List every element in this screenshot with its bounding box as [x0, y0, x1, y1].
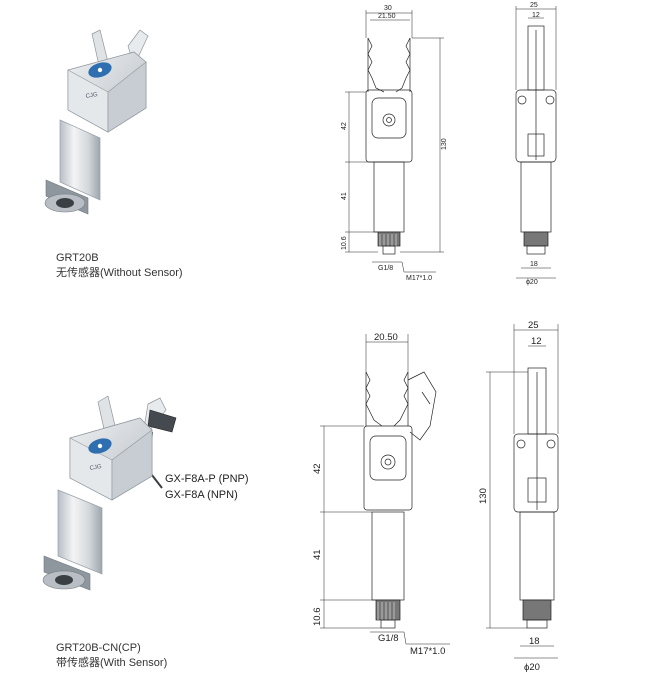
dim-side-dia: ϕ20 [524, 662, 540, 673]
dim-side-inner: 12 [531, 336, 542, 347]
dim-side-body: 18 [529, 636, 540, 647]
model-description: 无传感器(Without Sensor) [56, 267, 183, 279]
side-view-top [515, 25, 557, 255]
dim-height-jaw: 42 [312, 463, 323, 474]
dim-port: G1/8 [378, 633, 399, 644]
model-name: GRT20B [56, 252, 99, 264]
dim-width-overall: 30 [384, 5, 392, 12]
dim-height-jaw: 42 [341, 122, 348, 130]
dimensions-front-top [345, 10, 444, 273]
side-view-bottom [513, 367, 559, 629]
brand-mark: CJG [85, 92, 98, 100]
dimensions-side-bottom [486, 324, 559, 659]
dim-height-connector: 10.6 [312, 608, 323, 627]
dim-height-body: 41 [312, 549, 323, 560]
dim-height-body: 41 [341, 192, 348, 200]
sensor-options: GX-F8A-P (PNP) GX-F8A (NPN) [165, 471, 249, 503]
dim-thread: M17*1.0 [406, 275, 432, 282]
sensor-option-pnp: GX-F8A-P (PNP) [165, 473, 249, 485]
dim-side-width: 25 [530, 2, 538, 9]
dim-side-width: 25 [528, 320, 539, 331]
dim-width-jaw: 20.50 [374, 332, 398, 343]
dim-side-inner: 12 [532, 12, 540, 19]
caption-with-sensor: GRT20B-CN(CP) 带传感器(With Sensor) [56, 641, 167, 671]
model-description: 带传感器(With Sensor) [56, 657, 168, 669]
brand-mark-2: CJG [89, 464, 102, 472]
dim-side-dia: ϕ20 [526, 279, 538, 286]
dimensions-side-top [515, 6, 557, 279]
dim-port: G1/8 [378, 265, 393, 272]
dimensions-front-bottom [320, 334, 450, 645]
gripper-photo-without-sensor: CJG [44, 29, 149, 215]
dim-width-jaw: 21.50 [378, 13, 396, 20]
caption-without-sensor: GRT20B 无传感器(Without Sensor) [56, 251, 183, 281]
model-name: GRT20B-CN(CP) [56, 642, 141, 654]
front-view-top [365, 37, 413, 255]
dim-thread: M17*1.0 [410, 646, 445, 657]
dim-height-connector: 10.6 [341, 236, 348, 250]
dim-height-total: 130 [478, 488, 489, 504]
gripper-photo-with-sensor: CJG [42, 395, 177, 591]
sensor-option-npn: GX-F8A (NPN) [165, 489, 238, 501]
dim-height-total: 130 [441, 138, 448, 150]
front-view-bottom [363, 371, 437, 629]
dim-side-body: 18 [530, 261, 538, 268]
